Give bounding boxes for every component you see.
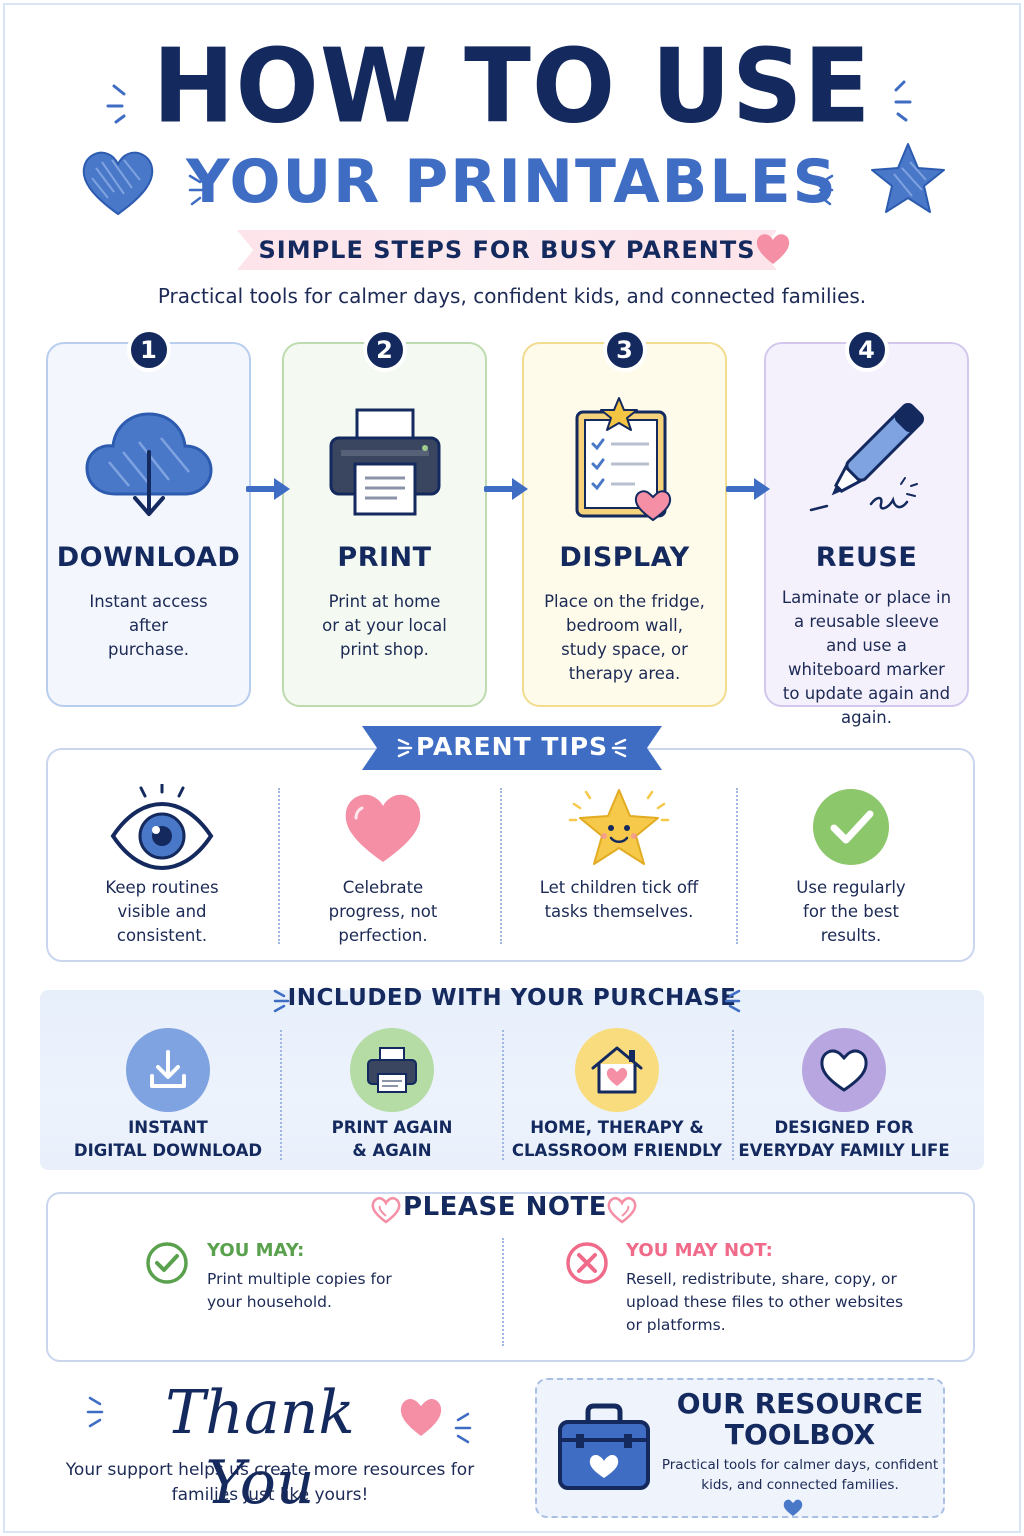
step-card-reuse: 4 REUSE Laminate or place in a reusable … <box>764 328 969 727</box>
divider <box>280 1030 282 1160</box>
step-card-download: 1 DOWNLOAD Instant access after purchase… <box>46 328 251 707</box>
divider <box>502 1030 504 1160</box>
smiling-star-icon <box>568 789 670 865</box>
you-may-not-heading: YOU MAY NOT: <box>626 1240 773 1261</box>
step-card-print: 2 PRINT Print at home or at your local p… <box>282 328 487 707</box>
step-number: 3 <box>602 328 647 372</box>
heart-icon <box>82 151 154 216</box>
step-description: Print at home or at your local print sho… <box>322 592 447 659</box>
arrow-right-icon <box>484 478 528 500</box>
included-item: HOME, THERAPY & CLASSROOM FRIENDLY <box>507 1028 727 1168</box>
included-line2: & AGAIN <box>352 1141 432 1160</box>
sparkle-icon <box>273 989 290 1013</box>
included-item: DESIGNED FOR EVERYDAY FAMILY LIFE <box>734 1028 954 1168</box>
tip-text: Keep routines visible and consistent. <box>105 878 219 945</box>
tip-text: Use regularly for the best results. <box>796 878 906 945</box>
step-description: Place on the fridge, bedroom wall, study… <box>544 592 705 683</box>
thank-you-heading: Thank You <box>165 1378 355 1518</box>
divider <box>502 1238 504 1346</box>
tagline: Practical tools for calmer days, confide… <box>157 284 867 308</box>
heart-icon <box>400 1398 442 1436</box>
included-line1: INSTANT <box>128 1118 208 1137</box>
step-description: Instant access after purchase. <box>89 592 208 659</box>
step-title: DOWNLOAD <box>56 542 241 573</box>
divider <box>278 788 280 944</box>
heart-icon <box>756 234 790 264</box>
step-number: 1 <box>126 328 171 372</box>
marker-pen-icon <box>809 403 924 512</box>
included-item: PRINT AGAIN & AGAIN <box>282 1028 502 1168</box>
house-heart-icon <box>591 1046 643 1094</box>
step-number: 4 <box>844 328 889 372</box>
printer-icon <box>367 1047 417 1093</box>
check-circle-icon <box>146 1242 188 1284</box>
please-note-panel <box>46 1192 975 1362</box>
step-description: Laminate or place in a reusable sleeve a… <box>781 588 952 727</box>
included-item: INSTANT DIGITAL DOWNLOAD <box>58 1028 278 1168</box>
sparkle-icon <box>611 738 627 758</box>
divider <box>500 788 502 944</box>
page-frame <box>3 3 1021 1533</box>
clipboard-checklist-icon <box>575 397 671 522</box>
arrow-right-icon <box>726 478 770 500</box>
eye-icon <box>110 784 214 870</box>
tip-text: Let children tick off tasks themselves. <box>539 878 699 921</box>
x-circle-icon <box>566 1242 608 1284</box>
sparkle-icon <box>86 1396 104 1428</box>
toolbox-text: Practical tools for calmer days, confide… <box>661 1457 939 1493</box>
download-icon <box>150 1050 186 1088</box>
divider <box>736 788 738 944</box>
tip-item: Keep routines visible and consistent. <box>57 782 267 952</box>
heart-icon <box>345 794 421 862</box>
sparkle-icon <box>818 174 834 206</box>
included-title: INCLUDED WITH YOUR PURCHASE <box>287 985 737 1011</box>
sparkle-icon <box>188 174 204 206</box>
included-line2: EVERYDAY FAMILY LIFE <box>738 1141 950 1160</box>
tip-item: Let children tick off tasks themselves. <box>514 782 724 952</box>
step-title: PRINT <box>337 542 432 573</box>
toolbox-icon <box>558 1403 650 1490</box>
included-line1: HOME, THERAPY & <box>530 1118 704 1137</box>
heart-outline-icon <box>820 1049 868 1092</box>
you-may-text: Print multiple copies for your household… <box>207 1270 392 1311</box>
heart-icon <box>783 1499 803 1516</box>
you-may-not-text: Resell, redistribute, share, copy, or up… <box>626 1270 904 1334</box>
printer-icon <box>329 408 440 516</box>
step-title: REUSE <box>815 542 918 573</box>
check-circle-icon <box>813 789 889 865</box>
heart-icon <box>371 1196 401 1224</box>
step-number: 2 <box>362 328 407 372</box>
star-icon <box>871 143 945 213</box>
included-line1: DESIGNED FOR <box>774 1118 914 1137</box>
thank-you-text: Your support helps us create more resour… <box>65 1460 475 1505</box>
page-subtitle: YOUR PRINTABLES <box>186 147 838 217</box>
toolbox-title: OUR RESOURCE TOOLBOX <box>676 1387 924 1451</box>
sparkle-icon <box>397 738 413 758</box>
sparkle-icon <box>106 84 126 124</box>
step-card-display: 3 DISPLAY Place on the fridge, bedroom w… <box>522 328 727 707</box>
please-note-title: PLEASE NOTE <box>403 1192 607 1222</box>
included-line1: PRINT AGAIN <box>331 1118 453 1137</box>
ribbon-text: SIMPLE STEPS FOR BUSY PARENTS <box>258 236 756 264</box>
arrow-right-icon <box>246 478 290 500</box>
divider <box>732 1030 734 1160</box>
parent-tips-title: PARENT TIPS <box>415 732 609 761</box>
sparkle-icon <box>894 80 912 122</box>
included-line2: DIGITAL DOWNLOAD <box>73 1141 263 1160</box>
page-title: HOW TO USE <box>152 27 872 147</box>
sparkle-icon <box>454 1412 472 1444</box>
step-title: DISPLAY <box>559 542 690 573</box>
ribbon-banner <box>237 230 777 270</box>
you-may-heading: YOU MAY: <box>207 1240 305 1261</box>
tip-item: Celebrate progress, not perfection. <box>278 782 488 952</box>
tip-item: Use regularly for the best results. <box>746 782 956 952</box>
heart-icon <box>607 1196 637 1224</box>
included-line2: CLASSROOM FRIENDLY <box>511 1141 723 1160</box>
sparkle-icon <box>724 989 741 1013</box>
cloud-download-icon <box>84 412 213 516</box>
tip-text: Celebrate progress, not perfection. <box>328 878 438 945</box>
